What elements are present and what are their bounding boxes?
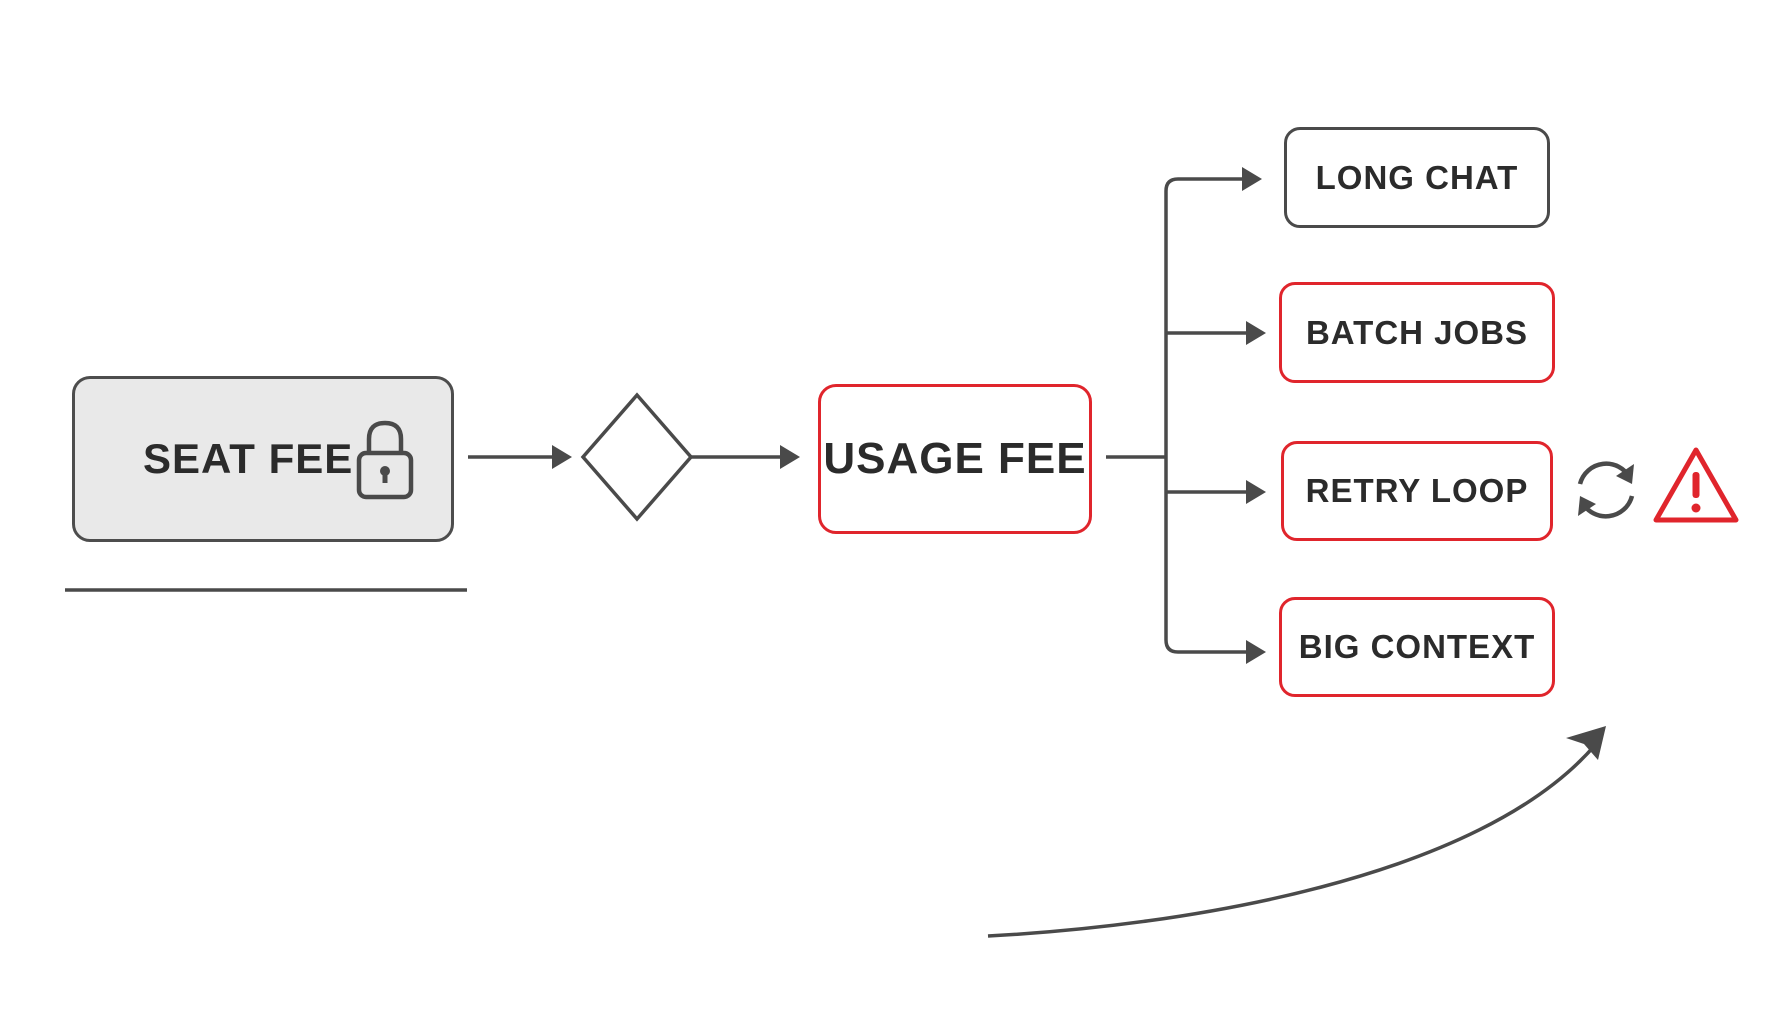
arrowhead-decision-to-usage	[780, 445, 800, 469]
arrowhead-big-context	[1246, 640, 1266, 664]
big-context-box: BIG CONTEXT	[1279, 597, 1555, 697]
retry-loop-box: RETRY LOOP	[1281, 441, 1553, 541]
arrowhead-retry-loop	[1246, 480, 1266, 504]
long-chat-label: LONG CHAT	[1315, 158, 1519, 196]
big-context-label: BIG CONTEXT	[1298, 628, 1536, 665]
warning-icon	[1653, 447, 1739, 523]
seat-fee-label: SEAT FEE	[143, 435, 354, 482]
refresh-icon	[1577, 461, 1635, 519]
arrowhead-long-chat	[1242, 167, 1262, 191]
long-chat-box: LONG CHAT	[1284, 127, 1550, 228]
usage-fee-box: USAGE FEE	[818, 384, 1092, 534]
branch-trunk	[1164, 177, 1252, 654]
arrowhead-batch-jobs	[1246, 321, 1266, 345]
usage-fee-label: USAGE FEE	[823, 434, 1087, 483]
rising-cost-curve	[987, 742, 1598, 938]
arrowhead-seat-to-decision	[552, 445, 572, 469]
batch-jobs-label: BATCH JOBS	[1305, 313, 1529, 351]
seat-fee-box: SEAT FEE	[72, 376, 454, 542]
rising-cost-arrowhead	[1566, 726, 1606, 760]
retry-loop-label: RETRY LOOP	[1305, 472, 1529, 509]
decision-diamond	[580, 392, 694, 522]
batch-jobs-box: BATCH JOBS	[1279, 282, 1555, 383]
lock-icon	[356, 420, 414, 500]
